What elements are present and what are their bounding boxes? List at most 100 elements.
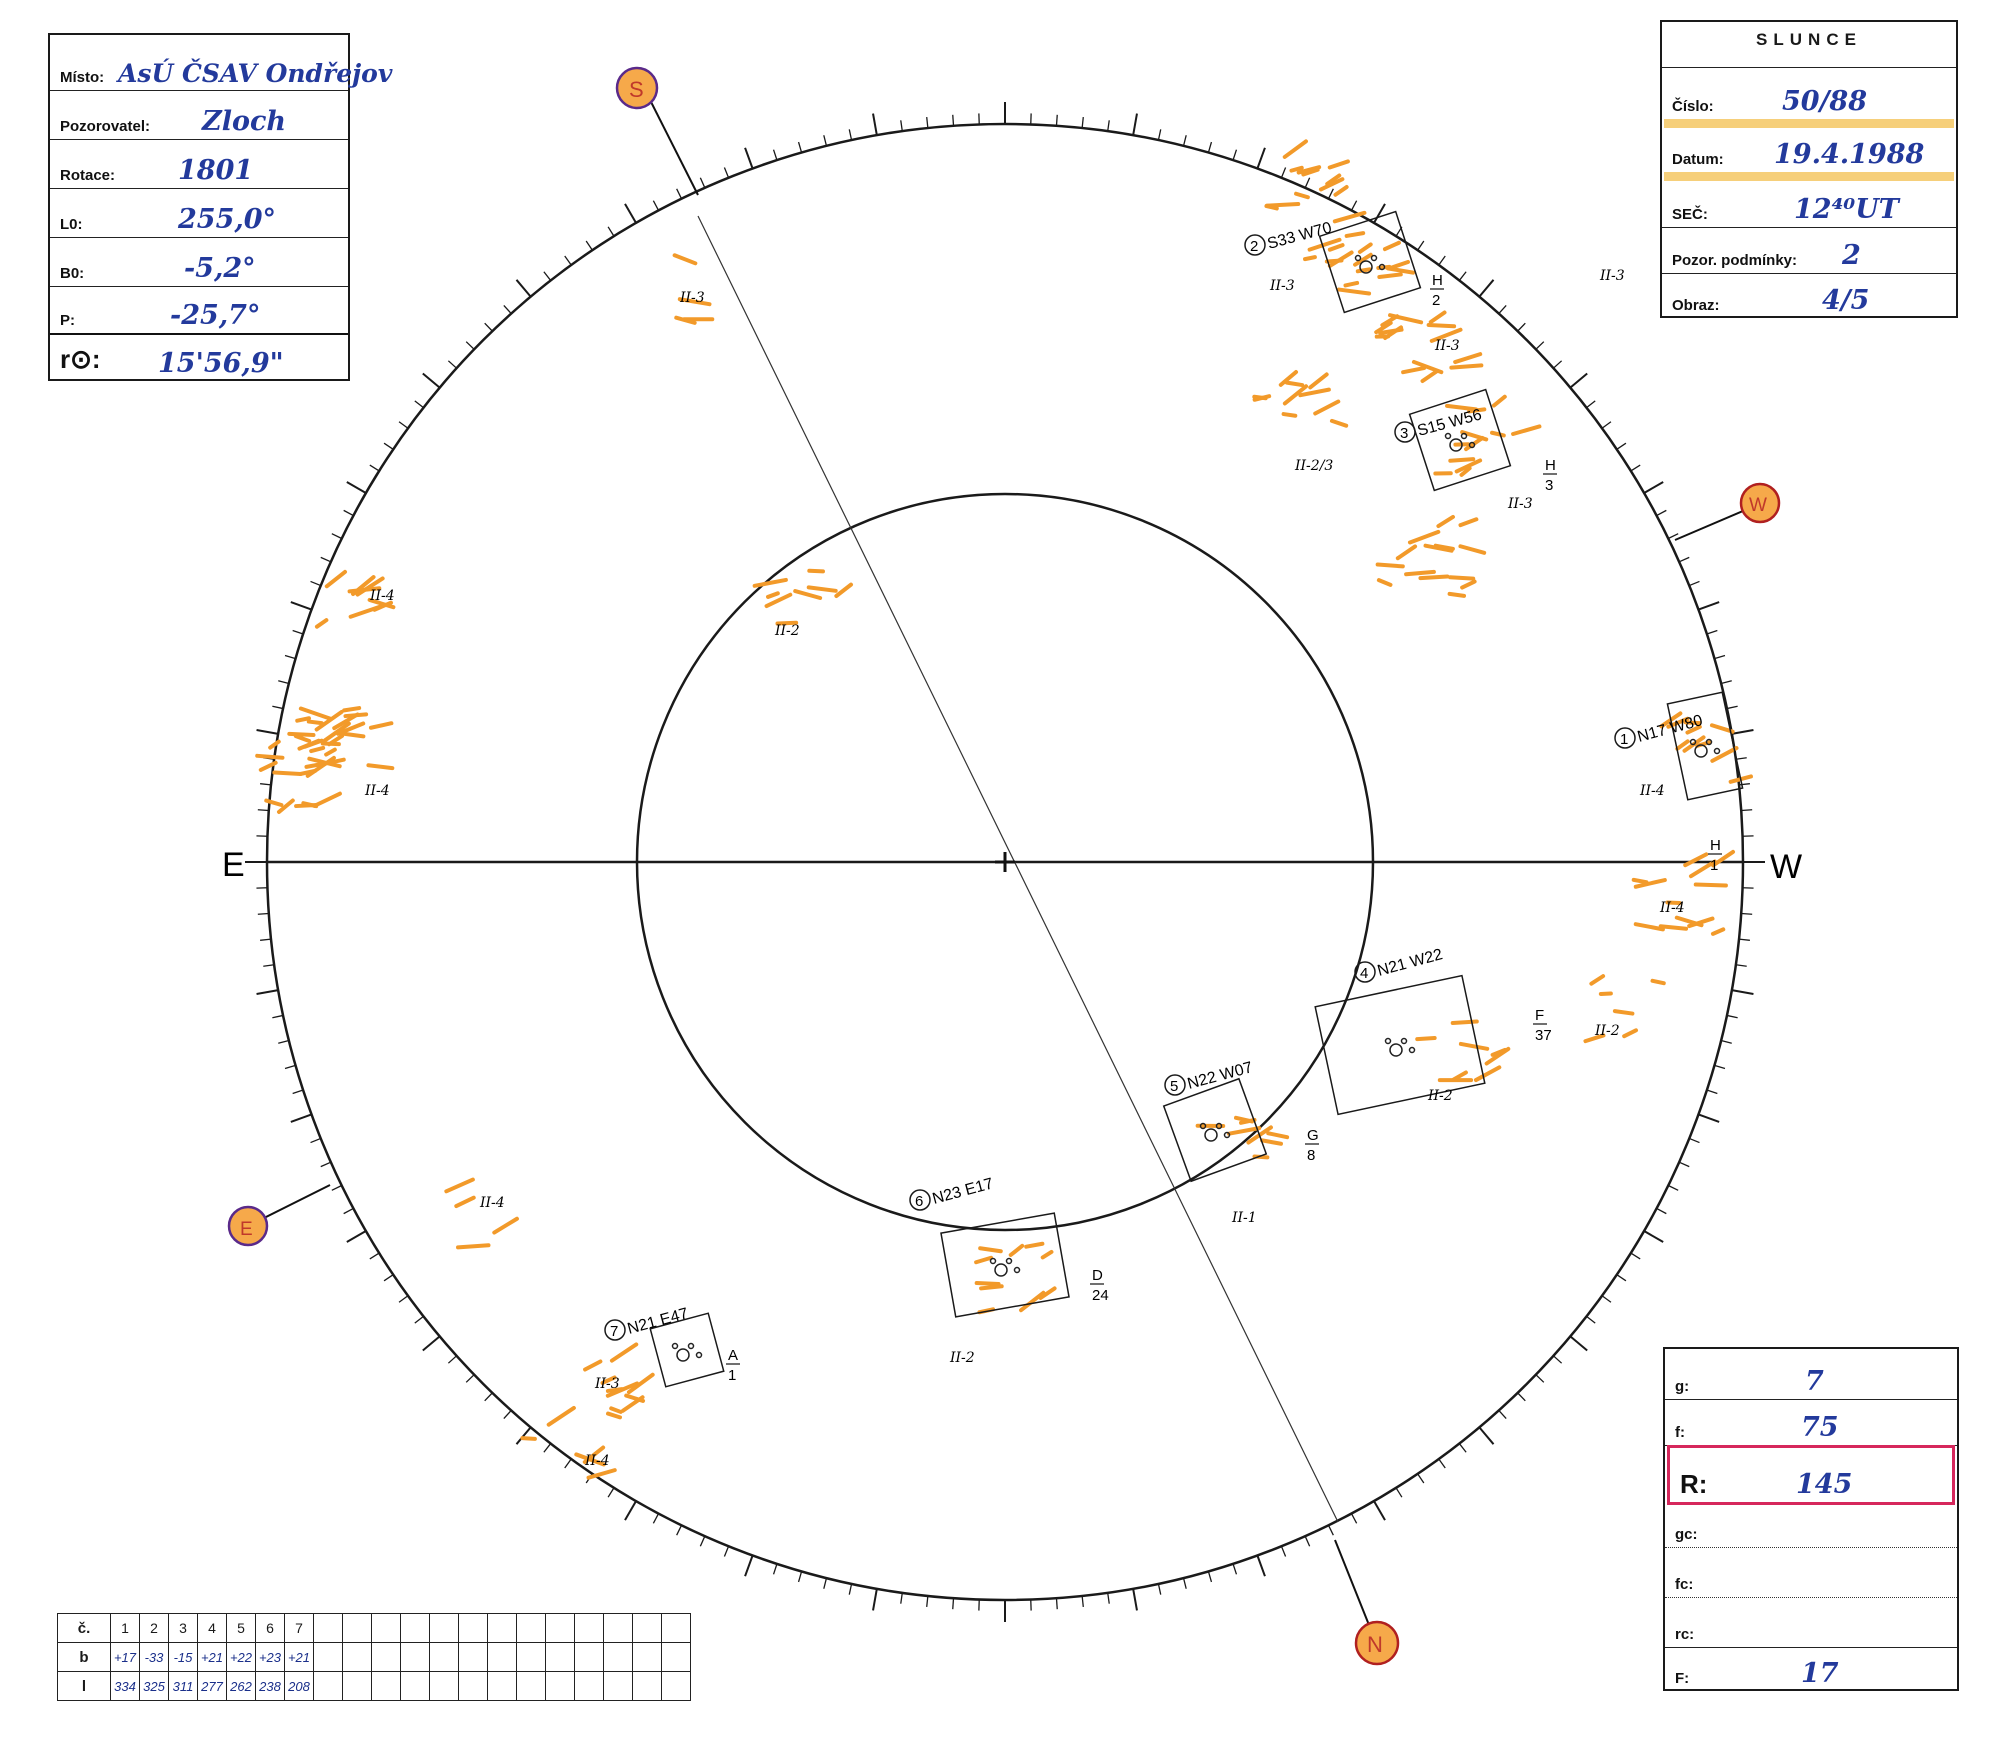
facula-stroke: [1583, 1033, 1606, 1044]
tick-mark: [1081, 1595, 1084, 1607]
facula-stroke: [306, 719, 324, 726]
tick-mark: [369, 464, 380, 472]
facula-stroke: [277, 798, 295, 814]
tick-mark: [1157, 129, 1162, 141]
p-value: -25,7°: [170, 300, 261, 331]
facula-stroke: [1266, 1131, 1290, 1140]
region-box: [1314, 974, 1486, 1116]
region-spot-count: 8: [1307, 1147, 1315, 1164]
tick-mark: [624, 1500, 637, 1521]
facula-stroke: [367, 597, 396, 610]
region-class: G: [1307, 1127, 1319, 1144]
table-cell: [574, 1642, 604, 1672]
tick-mark: [331, 1184, 342, 1191]
datum-label: Datum:: [1672, 151, 1724, 168]
table-cell: [458, 1642, 488, 1672]
east-label: E: [222, 846, 245, 884]
tick-mark: [1232, 1563, 1238, 1575]
tick-mark: [343, 1207, 354, 1215]
cislo-value: 50/88: [1782, 86, 1868, 117]
e-marker-icon: [227, 1205, 269, 1247]
fc-label: fc:: [1675, 1576, 1694, 1593]
table-cell: [545, 1642, 575, 1672]
b0-label: B0:: [60, 265, 85, 282]
region-spot-count: 37: [1535, 1027, 1552, 1044]
misto-row: Místo: AsÚ ČSAV Ondřejov: [50, 35, 392, 91]
facula-label: II-4: [369, 588, 395, 604]
r0-value: 15'56,9": [158, 348, 284, 379]
facula-stroke: [1019, 1290, 1046, 1313]
tick-mark: [1726, 705, 1738, 710]
podminky-row: Pozor. podmínky: 2: [1662, 227, 1956, 274]
region-facula-class: II-3: [1507, 496, 1533, 512]
facula-stroke: [1447, 591, 1467, 598]
facula-stroke: [1665, 900, 1682, 906]
facula-stroke: [1307, 237, 1342, 252]
tick-mark: [1738, 783, 1750, 786]
tick-mark: [383, 1274, 394, 1282]
tick-mark: [484, 1392, 493, 1402]
facula-stroke: [1008, 1243, 1025, 1257]
table-cell: [371, 1671, 401, 1701]
facula-stroke: [1226, 1126, 1262, 1136]
solar-limb: [265, 122, 1745, 1602]
tick-mark: [1706, 1089, 1718, 1095]
table-cell: [603, 1613, 633, 1643]
tick-mark: [257, 809, 269, 812]
facula-stroke: [1281, 412, 1298, 418]
rotace-label: Rotace:: [60, 167, 116, 184]
facula-stroke: [1473, 1065, 1502, 1083]
region-box: [1162, 1077, 1268, 1183]
region-number-circle: [909, 1189, 931, 1211]
tick-mark: [1417, 1473, 1425, 1484]
facula-stroke: [1301, 167, 1320, 177]
tick-mark: [607, 1487, 615, 1498]
sunspot-icon: [1389, 1043, 1403, 1057]
facula-stroke: [1327, 159, 1350, 170]
sunspot-icon: [994, 1263, 1008, 1277]
tick-mark: [564, 1458, 572, 1469]
table-cell: +23: [255, 1642, 285, 1672]
tick-mark: [1630, 1252, 1641, 1260]
region-number: 4: [1360, 965, 1368, 982]
facula-stroke: [979, 1284, 1004, 1291]
tick-mark: [292, 1089, 304, 1095]
table-cell: 325: [139, 1671, 169, 1701]
sunspot-icon: [695, 1351, 703, 1359]
facula-stroke: [1448, 575, 1476, 581]
tick-mark: [1731, 729, 1754, 735]
facula-stroke: [1675, 739, 1690, 751]
region-number-circle: [1354, 961, 1376, 983]
tick-mark: [1373, 1500, 1386, 1521]
facula-stroke: [304, 762, 324, 769]
facula-stroke: [1284, 380, 1305, 388]
facula-stroke: [332, 712, 360, 731]
tick-mark: [1553, 1355, 1563, 1364]
tick-mark: [699, 1535, 706, 1547]
f-value: 75: [1801, 1412, 1839, 1443]
tick-mark: [543, 271, 552, 281]
facula-stroke: [1458, 517, 1479, 528]
tick-mark: [543, 1443, 552, 1453]
table-cell: [400, 1671, 430, 1701]
tick-mark: [848, 129, 853, 141]
cislo-row: Číslo: 50/88: [1662, 67, 1956, 119]
table-cell: [342, 1671, 372, 1701]
region-facula-class: II-2: [1427, 1088, 1453, 1104]
facula-stroke: [293, 734, 312, 743]
facula-stroke: [1278, 370, 1299, 387]
tick-mark: [260, 783, 272, 786]
facula-stroke: [1420, 368, 1440, 384]
l0-value: 255,0°: [178, 204, 277, 235]
tick-mark: [465, 341, 475, 350]
facula-stroke: [1612, 1009, 1635, 1016]
facula-stroke: [1448, 457, 1476, 463]
tick-mark: [926, 117, 929, 129]
F-value: 17: [1801, 1658, 1839, 1689]
s-marker-icon: [615, 66, 659, 110]
facula-stroke: [1332, 210, 1367, 224]
e-marker-label: E: [240, 1219, 253, 1240]
facula-stroke: [1415, 1036, 1437, 1042]
